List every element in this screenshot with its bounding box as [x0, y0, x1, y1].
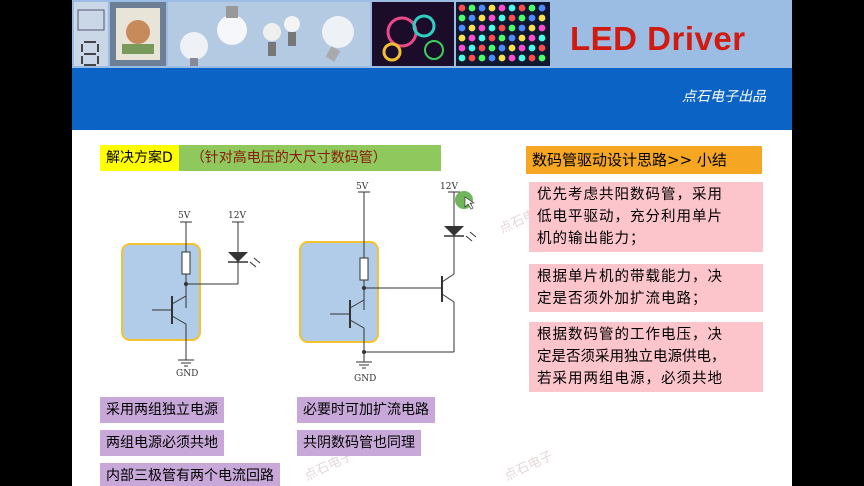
matrix-led-dot — [458, 34, 466, 42]
note-label: 两组电源必须共地 — [100, 430, 224, 456]
matrix-led-dot — [518, 54, 526, 62]
header-band — [72, 68, 792, 130]
matrix-led-dot — [508, 24, 516, 32]
matrix-led-dot — [478, 34, 486, 42]
matrix-led-dot — [468, 4, 476, 12]
matrix-led-dot — [478, 14, 486, 22]
matrix-led-dot — [478, 4, 486, 12]
matrix-led-dot — [518, 44, 526, 52]
matrix-led-dot — [508, 14, 516, 22]
matrix-led-dot — [468, 24, 476, 32]
slide: LED Driver 点石电子出品 点石电子 点石电子 点石电子 点石电子 解决… — [72, 0, 792, 486]
matrix-led-dot — [518, 24, 526, 32]
matrix-led-dot — [468, 34, 476, 42]
led-supply-label: 12V — [228, 211, 246, 221]
vcc-label: 5V — [178, 211, 191, 221]
matrix-led-dot — [528, 44, 536, 52]
matrix-led-dot — [538, 24, 546, 32]
matrix-led-dot — [538, 14, 546, 22]
led-bulbs-thumbnail-icon — [168, 2, 370, 66]
matrix-led-dot — [518, 4, 526, 12]
matrix-led-dot — [468, 14, 476, 22]
matrix-led-dot — [508, 34, 516, 42]
seven-segment-thumbnail-icon — [74, 2, 108, 66]
matrix-led-dot — [458, 14, 466, 22]
matrix-led-dot — [468, 54, 476, 62]
matrix-led-dot — [478, 24, 486, 32]
matrix-led-dot — [528, 34, 536, 42]
header-banner: LED Driver — [72, 0, 792, 68]
summary-point: 优先考虑共阳数码管，采用 低电平驱动，充分利用单片 机的输出能力； — [529, 182, 763, 252]
matrix-led-dot — [528, 14, 536, 22]
note-label: 采用两组独立电源 — [100, 397, 224, 423]
mouse-pointer-icon — [464, 196, 475, 210]
solution-subtitle: （针对高电压的大尺寸数码管） — [178, 145, 441, 171]
ground-icon — [178, 359, 194, 367]
matrix-led-dot — [488, 44, 496, 52]
matrix-led-dot — [478, 54, 486, 62]
matrix-led-dot — [538, 44, 546, 52]
led-lights-thumbnail-icon — [372, 2, 454, 66]
matrix-led-dot — [488, 54, 496, 62]
ground-label: GND — [176, 369, 198, 379]
matrix-led-dot — [498, 14, 506, 22]
page-title: LED Driver — [570, 20, 746, 57]
matrix-led-dot — [488, 34, 496, 42]
led-icon — [444, 226, 464, 236]
summary-point: 根据单片机的带载能力，决 定是否须外加扩流电路； — [529, 264, 763, 312]
matrix-led-dot — [538, 54, 546, 62]
summary-point: 根据数码管的工作电压，决 定是否须采用独立电源供电， 若采用两组电源，必须共地 — [529, 322, 763, 392]
led-matrix-thumbnail-icon — [456, 2, 550, 66]
matrix-led-dot — [498, 4, 506, 12]
circuit-diagram-right: 5V 12V GND — [299, 182, 477, 384]
publisher-label: 点石电子出品 — [682, 89, 766, 105]
matrix-led-dot — [498, 54, 506, 62]
note-label: 内部三极管有两个电流回路 — [100, 463, 280, 486]
matrix-led-dot — [528, 24, 536, 32]
matrix-led-dot — [468, 44, 476, 52]
matrix-led-dot — [498, 44, 506, 52]
led-supply-label: 12V — [440, 182, 458, 192]
led-icon — [228, 252, 248, 262]
matrix-led-dot — [488, 4, 496, 12]
ground-icon — [356, 361, 372, 369]
note-label: 共阴数码管也同理 — [297, 430, 421, 456]
matrix-led-dot — [518, 34, 526, 42]
matrix-led-dot — [478, 44, 486, 52]
matrix-led-dot — [498, 24, 506, 32]
matrix-led-dot — [508, 44, 516, 52]
matrix-led-dot — [458, 24, 466, 32]
matrix-led-dot — [518, 14, 526, 22]
summary-title: 数码管驱动设计思路>> 小结 — [526, 146, 762, 174]
matrix-led-dot — [488, 14, 496, 22]
resistor-icon — [359, 257, 369, 281]
ground-label: GND — [354, 374, 376, 384]
matrix-led-dot — [488, 24, 496, 32]
matrix-led-dot — [528, 4, 536, 12]
matrix-led-dot — [538, 34, 546, 42]
solution-heading: 解决方案D （针对高电压的大尺寸数码管） — [100, 145, 441, 171]
matrix-led-dot — [498, 34, 506, 42]
watermark: 点石电子 — [502, 448, 556, 485]
note-label: 必要时可加扩流电路 — [297, 397, 435, 423]
photo-frame-thumbnail-icon — [110, 2, 166, 66]
solution-label: 解决方案D — [100, 145, 179, 171]
matrix-led-dot — [458, 44, 466, 52]
matrix-led-dot — [508, 54, 516, 62]
vcc-label: 5V — [356, 182, 369, 192]
matrix-led-dot — [508, 4, 516, 12]
resistor-icon — [181, 251, 191, 275]
matrix-led-dot — [458, 54, 466, 62]
matrix-led-dot — [458, 4, 466, 12]
circuit-diagram-left: 5V 12V GND — [121, 211, 261, 379]
matrix-led-dot — [528, 54, 536, 62]
matrix-led-dot — [538, 4, 546, 12]
